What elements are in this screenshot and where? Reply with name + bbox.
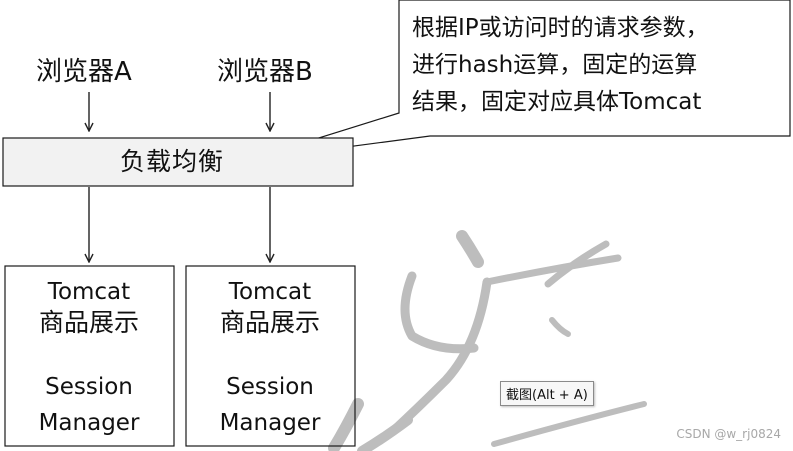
browser-a-label: 浏览器A bbox=[36, 57, 132, 87]
callout-text: 根据IP或访问时的请求参数， 进行hash运算，固定的运算 结果，固定对应具体T… bbox=[412, 15, 709, 115]
tomcat-2-subtitle: 商品展示 bbox=[219, 308, 320, 337]
tomcat-2-manager: Manager bbox=[219, 410, 321, 436]
watermark-stroke bbox=[357, 415, 413, 451]
watermark-stroke bbox=[549, 317, 571, 337]
tomcat-box-2 bbox=[185, 265, 356, 447]
tomcat-1-subtitle: 商品展示 bbox=[38, 308, 139, 337]
callout-box bbox=[247, 0, 791, 161]
tomcat-1-manager: Manager bbox=[38, 410, 140, 436]
tomcat-box-1 bbox=[4, 265, 175, 447]
watermark-stroke bbox=[491, 401, 647, 447]
watermark-stroke bbox=[400, 271, 479, 354]
watermark-stroke bbox=[483, 254, 622, 286]
watermark-stroke bbox=[328, 398, 364, 451]
tomcat-1-session: Session bbox=[45, 374, 133, 400]
credit-label: CSDN @w_rj0824 bbox=[676, 427, 781, 441]
watermark bbox=[328, 230, 647, 451]
screenshot-tooltip: 截图(Alt + A) bbox=[500, 381, 594, 406]
tomcat-2-name: Tomcat bbox=[228, 279, 312, 305]
load-balancer-box bbox=[2, 137, 354, 187]
watermark-stroke bbox=[456, 230, 484, 268]
load-balancer-label: 负载均衡 bbox=[120, 147, 225, 176]
browser-b-label: 浏览器B bbox=[217, 57, 313, 87]
tomcat-2-session: Session bbox=[226, 374, 314, 400]
tomcat-1-name: Tomcat bbox=[47, 279, 131, 305]
watermark-stroke bbox=[544, 240, 610, 288]
